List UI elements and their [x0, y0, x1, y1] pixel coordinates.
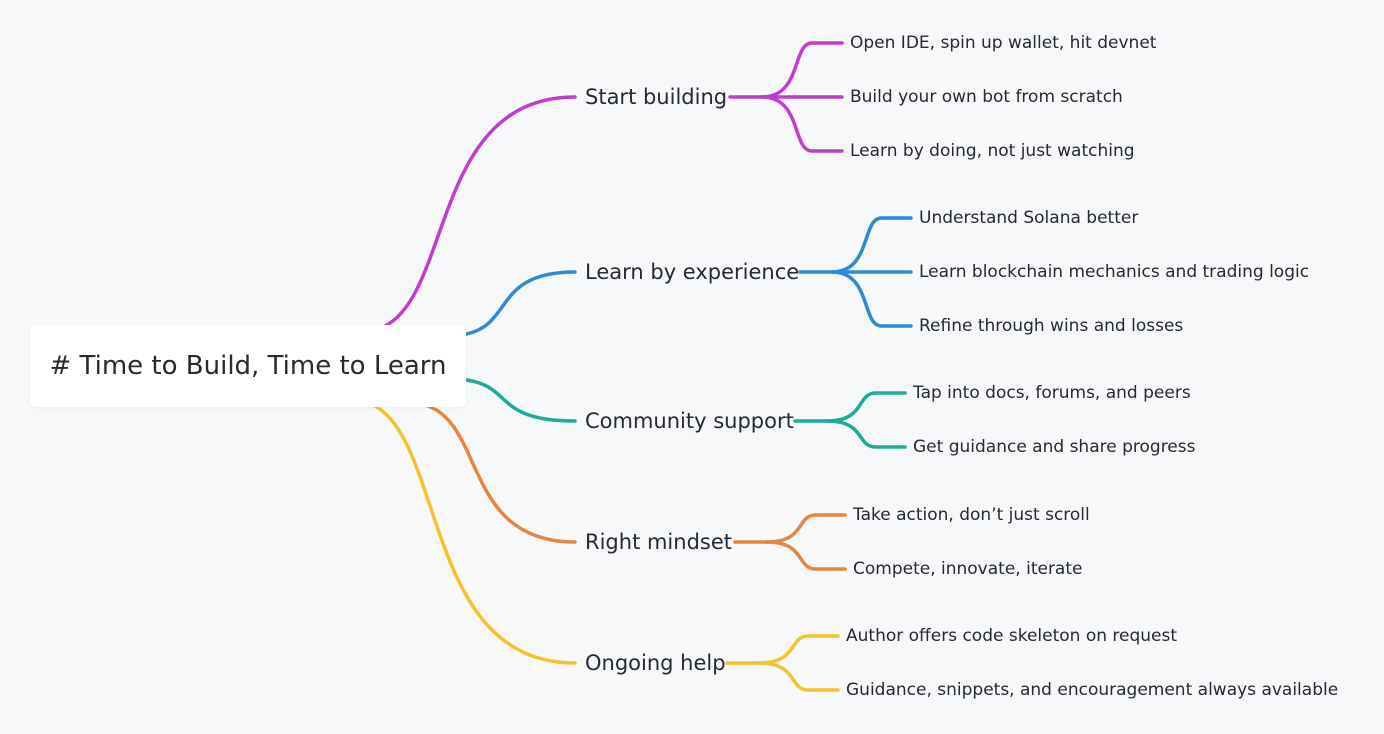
branch-connector: [464, 378, 577, 423]
leaf-connector: [830, 270, 913, 328]
leaf-connector: [765, 513, 847, 544]
leaf-label[interactable]: Take action, don’t just scroll: [853, 505, 1090, 525]
branch-connector: [464, 270, 577, 336]
leaf-connector: [825, 391, 907, 423]
root-node[interactable]: # Time to Build, Time to Learn: [30, 325, 466, 407]
leaf-label[interactable]: Author offers code skeleton on request: [846, 626, 1178, 646]
leaf-label[interactable]: Guidance, snippets, and encouragement al…: [846, 680, 1339, 700]
leaf-label[interactable]: Compete, innovate, iterate: [853, 559, 1083, 579]
leaf-connector: [765, 540, 847, 571]
branch-connector: [426, 404, 577, 544]
leaf-label[interactable]: Open IDE, spin up wallet, hit devnet: [850, 33, 1157, 53]
leaf-label[interactable]: Refine through wins and losses: [919, 316, 1184, 336]
branch-label[interactable]: Ongoing help: [585, 651, 726, 675]
leaf-connector: [825, 419, 907, 449]
leaf-connector: [760, 41, 844, 99]
leaf-label[interactable]: Understand Solana better: [919, 208, 1139, 228]
branch-connector: [373, 404, 577, 665]
leaf-label[interactable]: Learn blockchain mechanics and trading l…: [919, 262, 1310, 282]
leaf-label[interactable]: Learn by doing, not just watching: [850, 141, 1135, 161]
leaf-label[interactable]: Tap into docs, forums, and peers: [913, 383, 1191, 403]
leaf-connector: [757, 634, 840, 665]
leaf-label[interactable]: Get guidance and share progress: [913, 437, 1196, 457]
branch-label[interactable]: Community support: [585, 409, 794, 433]
leaf-connector: [757, 661, 840, 692]
branch-connector: [383, 95, 577, 328]
leaf-label[interactable]: Build your own bot from scratch: [850, 87, 1123, 107]
leaf-connector: [760, 95, 844, 153]
branch-label[interactable]: Learn by experience: [585, 260, 800, 284]
branch-label[interactable]: Start building: [585, 85, 728, 109]
leaf-connector: [830, 216, 913, 274]
branch-label[interactable]: Right mindset: [585, 530, 732, 554]
root-title: # Time to Build, Time to Learn: [49, 351, 447, 381]
